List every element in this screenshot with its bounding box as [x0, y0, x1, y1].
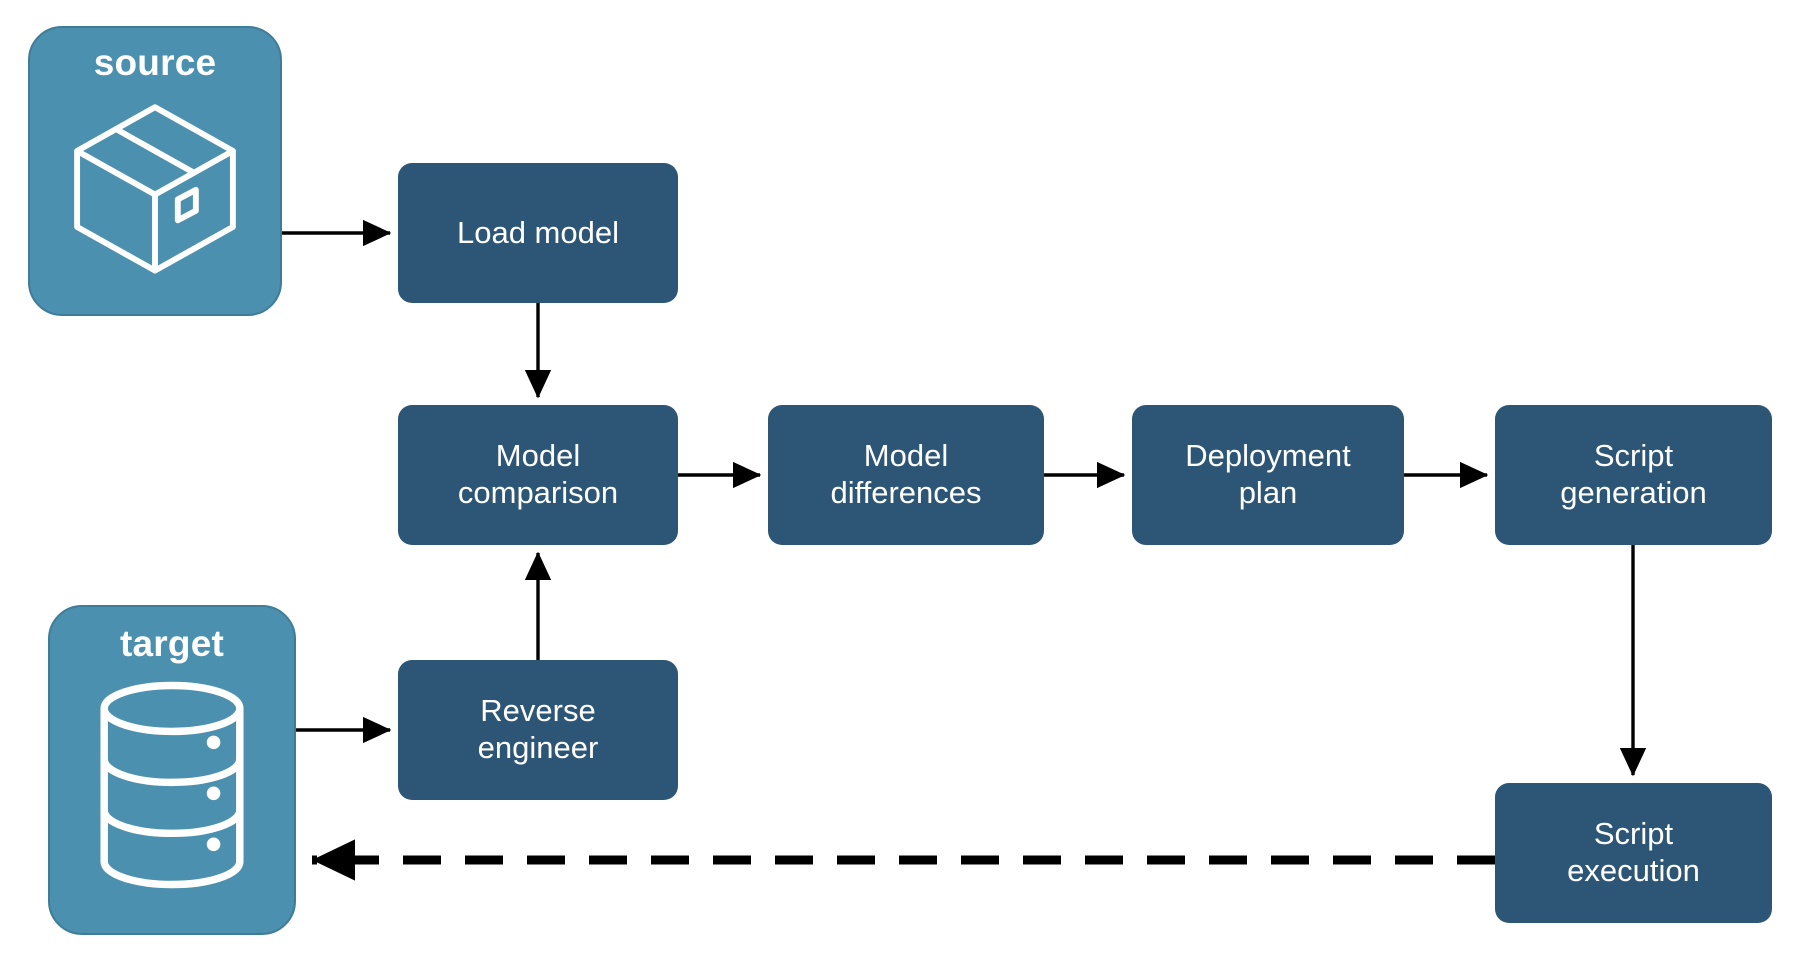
process-model-differences-label-line2: differences	[830, 475, 982, 510]
process-reverse-engineer-label-line2: engineer	[477, 730, 599, 765]
database-cylinder-icon	[60, 662, 284, 907]
process-deployment-plan-label-line2: plan	[1238, 475, 1298, 510]
process-model-comparison-label: Model comparison	[408, 438, 668, 511]
endpoint-source-label: source	[93, 42, 217, 83]
process-script-execution[interactable]: Script execution	[1495, 783, 1772, 923]
process-reverse-engineer-label: Reverse engineer	[408, 693, 668, 766]
process-model-comparison-label-line1: Model	[495, 438, 581, 474]
process-deployment-plan-label-line1: Deployment	[1185, 438, 1351, 474]
process-script-generation[interactable]: Script generation	[1495, 405, 1772, 545]
process-script-execution-label: Script execution	[1505, 816, 1762, 889]
process-model-comparison-label-line2: comparison	[457, 475, 619, 510]
endpoint-target-label: target	[120, 623, 224, 664]
process-deployment-plan-label: Deployment plan	[1142, 438, 1394, 511]
process-script-generation-label-line1: Script	[1593, 438, 1674, 474]
endpoint-target[interactable]: target	[48, 605, 296, 935]
process-reverse-engineer-label-line1: Reverse	[480, 693, 596, 729]
process-model-comparison[interactable]: Model comparison	[398, 405, 678, 545]
process-script-execution-label-line1: Script	[1593, 816, 1674, 852]
package-box-icon	[40, 81, 270, 292]
process-model-differences-label-line1: Model	[863, 438, 949, 474]
process-load-model[interactable]: Load model	[398, 163, 678, 303]
process-reverse-engineer[interactable]: Reverse engineer	[398, 660, 678, 800]
process-model-differences-label: Model differences	[778, 438, 1034, 511]
process-script-generation-label: Script generation	[1505, 438, 1762, 511]
process-model-differences[interactable]: Model differences	[768, 405, 1044, 545]
process-script-generation-label-line2: generation	[1560, 475, 1707, 510]
process-script-execution-label-line2: execution	[1567, 853, 1700, 888]
process-load-model-label: Load model	[456, 214, 619, 250]
process-deployment-plan[interactable]: Deployment plan	[1132, 405, 1404, 545]
endpoint-source[interactable]: source	[28, 26, 282, 316]
